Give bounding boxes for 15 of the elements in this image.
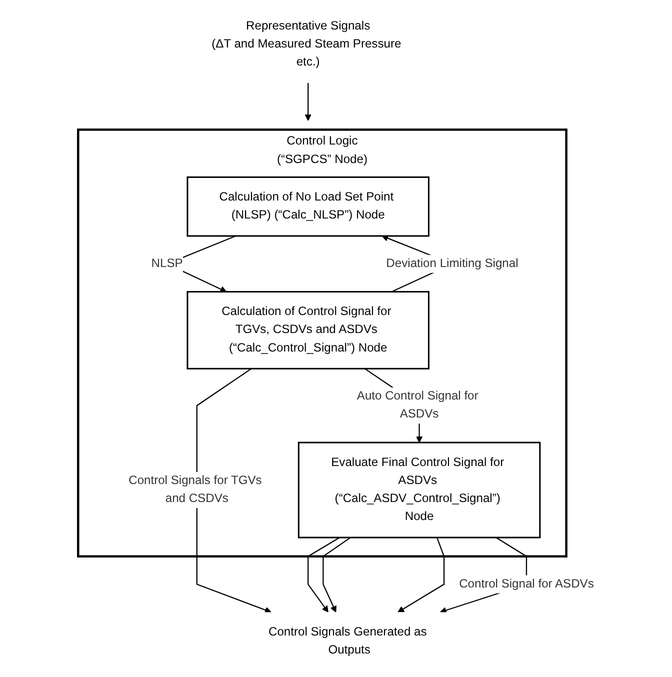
node-box: Calculation of No Load Set Point (NLSP) (“Calc_NLSP”) Node [186, 176, 430, 237]
arrow [322, 537, 351, 612]
arrow [398, 537, 445, 612]
node-box: Evaluate Final Control Signal for ASDVs (“Calc_ASDV_Control_Signal”) Node [298, 442, 541, 538]
node-text: Control Signals Generated as Outputs [268, 626, 427, 657]
edge-label: Deviation Limiting Signal [386, 257, 518, 270]
arrow [304, 82, 312, 121]
arrow [196, 368, 272, 614]
edge-label: NLSP [151, 257, 183, 270]
arrow [308, 537, 340, 612]
edge-label: Auto Control Signal for ASDVs [356, 390, 478, 421]
edge-label: Control Signal for ASDVs [459, 577, 594, 590]
node-box: Calculation of Control Signal for TGVs, CSDVs and ASDVs (“Calc_Control_Signal”) Node [186, 291, 430, 370]
node-text: Representative Signals (ΔT and Measured Steam Pressure etc.) [212, 20, 402, 69]
edge-label: Control Signals for TGVs and CSDVs [128, 474, 262, 506]
